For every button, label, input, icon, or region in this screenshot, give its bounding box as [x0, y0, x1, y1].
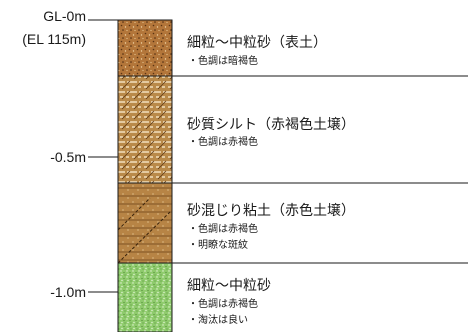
layer-silt: 砂質シルト（赤褐色土壌） ・色調は赤褐色 [117, 75, 468, 184]
layer-sand-note-2: ・淘汰は良い [188, 313, 248, 326]
layer-topsoil-note-1: ・色調は暗褐色 [188, 54, 258, 67]
layer-clay-dashed-line [117, 197, 151, 231]
gl-label: GL-0m [43, 8, 86, 24]
layer-sand-column [117, 262, 173, 332]
layer-topsoil-column [117, 19, 173, 77]
layer-clay-column [117, 182, 173, 264]
layer-clay-dashed-line [117, 209, 173, 264]
layer-sand: 細粒～中粒砂 ・色調は赤褐色 ・淘汰は良い [117, 262, 271, 332]
depth-mark-1.0: -1.0m [50, 284, 118, 300]
layer-sand-name: 細粒～中粒砂 [187, 278, 271, 294]
layer-silt-column [117, 75, 173, 184]
layer-clay-name: 砂混じり粘土（赤色土壌） [187, 202, 355, 219]
layer-clay: 砂混じり粘土（赤色土壌） ・色調は赤褐色 ・明瞭な斑紋 [117, 182, 468, 264]
depth-mark-0.5: -0.5m [50, 149, 118, 165]
depth-label-0.5: -0.5m [50, 149, 86, 165]
layer-topsoil: 細粒～中粒砂（表土） ・色調は暗褐色 [117, 19, 468, 77]
layer-clay-note-2: ・明瞭な斑紋 [188, 238, 248, 251]
layer-clay-note-1: ・色調は赤褐色 [188, 222, 258, 235]
layer-sand-note-1: ・色調は赤褐色 [188, 297, 258, 310]
layer-silt-name: 砂質シルト（赤褐色土壌） [187, 116, 355, 133]
layer-topsoil-name: 細粒～中粒砂（表土） [187, 35, 327, 51]
depth-label-1.0: -1.0m [50, 284, 86, 300]
el-label: (EL 115m) [22, 31, 86, 47]
layer-silt-note-1: ・色調は赤褐色 [188, 135, 258, 148]
